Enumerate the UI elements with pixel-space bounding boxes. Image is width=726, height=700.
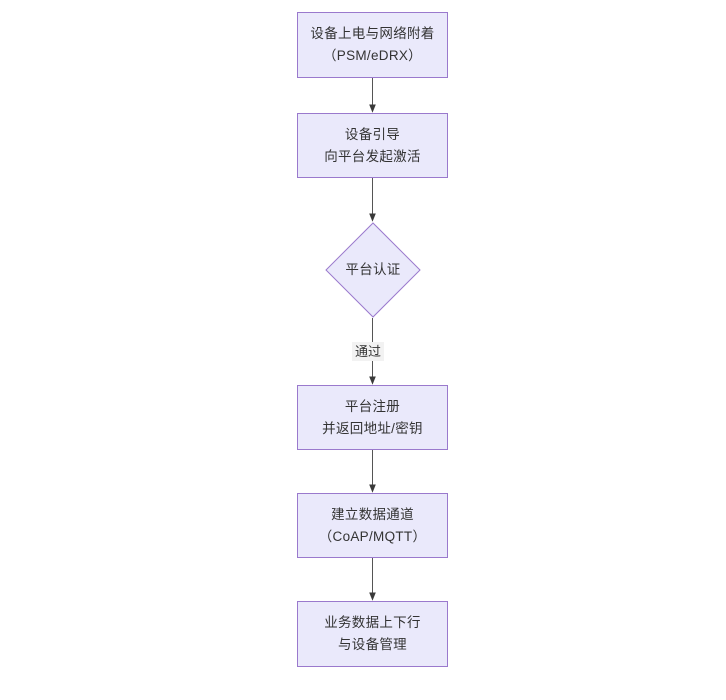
node-platform-auth[interactable]: 平台认证 <box>325 222 421 318</box>
node-power-on-label: 设备上电与网络附着 （PSM/eDRX） <box>310 26 435 63</box>
node-bootstrap[interactable]: 设备引导 向平台发起激活 <box>297 113 448 178</box>
diamond-shape-icon <box>325 222 421 318</box>
node-bootstrap-label: 设备引导 向平台发起激活 <box>324 126 421 164</box>
node-power-on[interactable]: 设备上电与网络附着 （PSM/eDRX） <box>297 12 448 78</box>
node-platform-register-label: 平台注册 并返回地址/密钥 <box>322 398 423 436</box>
node-business-data-label: 业务数据上下行 与设备管理 <box>324 615 421 652</box>
edge-label-pass: 通过 <box>352 342 385 361</box>
node-business-data[interactable]: 业务数据上下行 与设备管理 <box>297 601 448 667</box>
node-data-channel-label: 建立数据通道 （CoAP/MQTT） <box>318 506 427 544</box>
node-platform-auth-label: 平台认证 <box>345 262 401 277</box>
node-platform-register[interactable]: 平台注册 并返回地址/密钥 <box>297 385 448 450</box>
node-data-channel[interactable]: 建立数据通道 （CoAP/MQTT） <box>297 493 448 558</box>
